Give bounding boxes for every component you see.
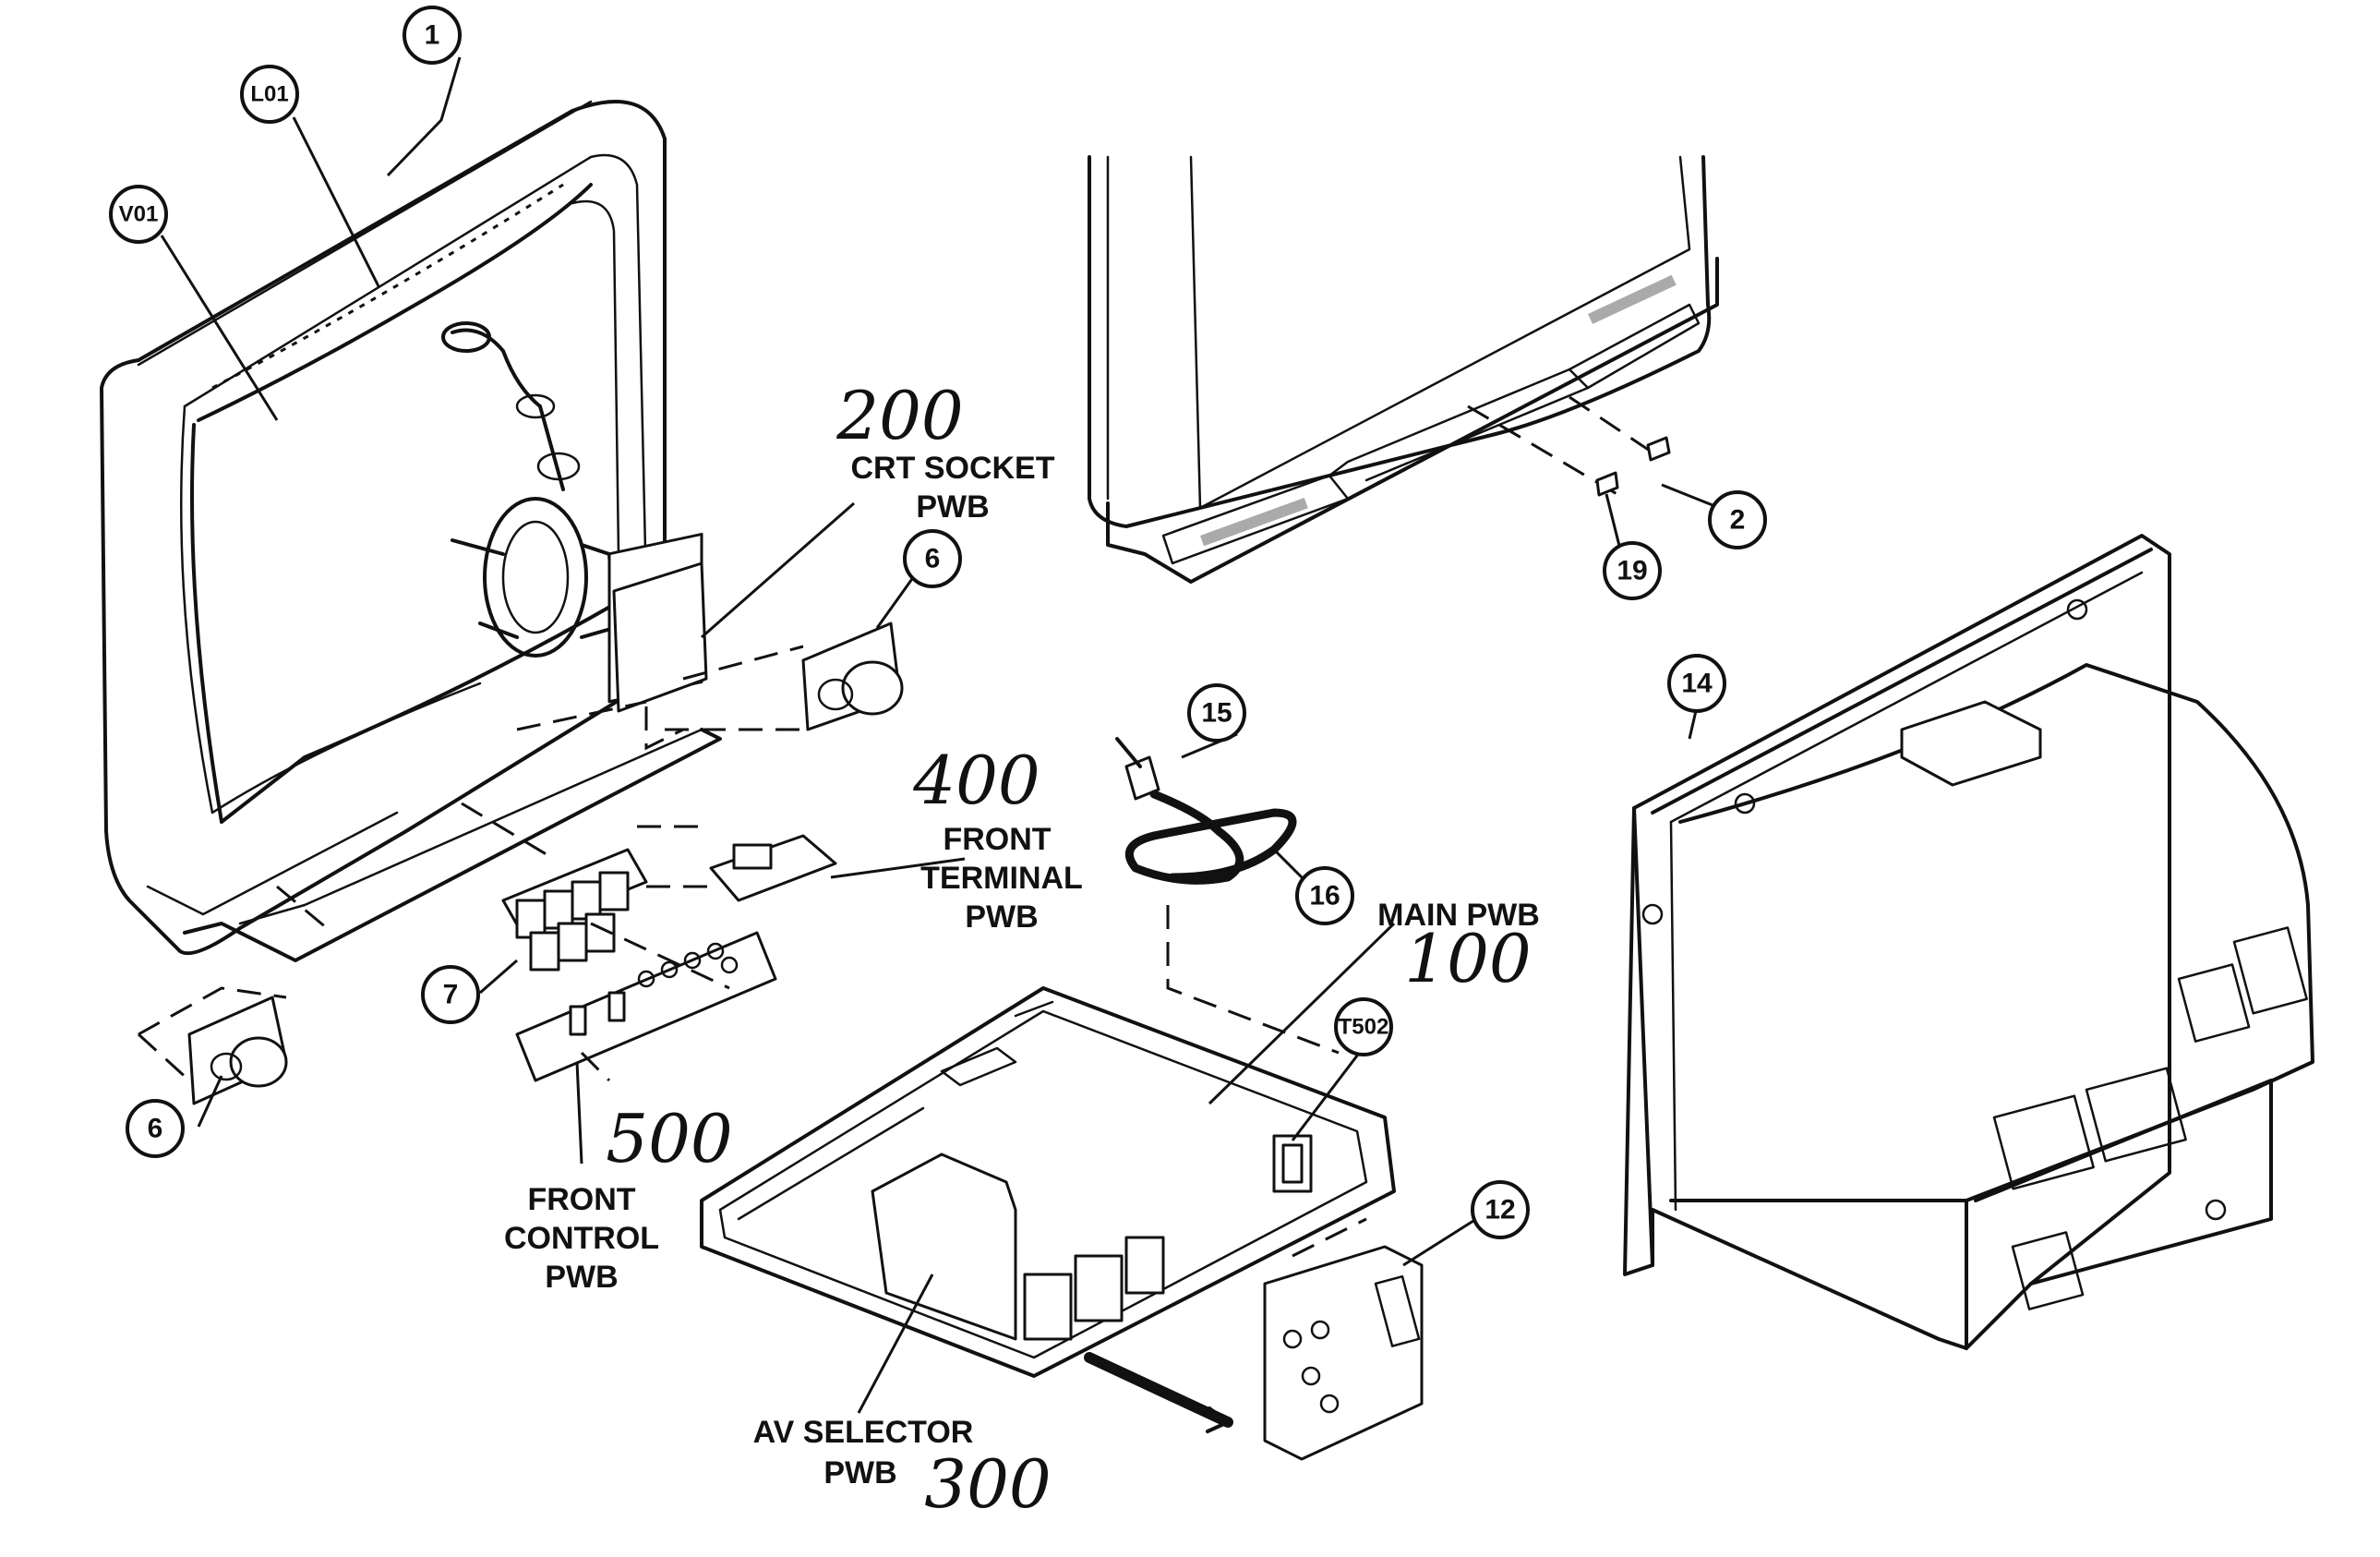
callout-15-text: 15 xyxy=(1201,698,1232,729)
main-pwb-label: MAIN PWB xyxy=(1377,898,1540,933)
speaker-lower xyxy=(137,986,288,1105)
front-terminal-label-line1: FRONT xyxy=(943,822,1051,857)
callout-2-text: 2 xyxy=(1730,505,1746,536)
label-front-control-pwb: 500 FRONT CONTROL PWB xyxy=(504,1100,733,1295)
front-terminal-label-line2: TERMINAL xyxy=(920,861,1083,896)
callout-6-upper: 6 xyxy=(903,529,962,588)
leader-lines xyxy=(160,56,1732,1414)
callout-6-lower: 6 xyxy=(126,1099,185,1158)
front-terminal-label-line3: PWB xyxy=(965,899,1038,935)
front-control-label-line2: CONTROL xyxy=(504,1221,659,1256)
label-main-pwb: MAIN PWB 100 xyxy=(1377,898,1540,997)
callout-l01: L01 xyxy=(240,65,299,124)
speaker-upper xyxy=(665,622,904,731)
callout-v01: V01 xyxy=(109,185,168,244)
callout-15: 15 xyxy=(1187,683,1246,742)
front-cabinet xyxy=(100,100,703,956)
crt-socket-label-line2: PWB xyxy=(916,489,989,525)
terminal-bracket xyxy=(1084,1217,1424,1461)
callout-v01-text: V01 xyxy=(119,202,159,227)
callout-7-text: 7 xyxy=(443,980,459,1010)
label-crt-socket-pwb: 200 CRT SOCKET PWB xyxy=(835,377,1054,525)
front-control-label-line1: FRONT xyxy=(527,1182,635,1217)
callout-16-text: 16 xyxy=(1309,881,1340,911)
callout-7: 7 xyxy=(421,965,480,1024)
callout-14-text: 14 xyxy=(1681,669,1713,699)
callout-t502-text: T502 xyxy=(1339,1015,1389,1040)
callout-12: 12 xyxy=(1471,1180,1530,1239)
callout-t502: T502 xyxy=(1334,997,1393,1056)
rear-cabinet xyxy=(1623,534,2314,1350)
callout-19-text: 19 xyxy=(1617,556,1647,586)
tv-front-view xyxy=(1088,155,1719,584)
crt-socket-pwb xyxy=(612,561,708,751)
handwritten-200: 200 xyxy=(835,377,963,454)
handwritten-100: 100 xyxy=(1404,920,1531,997)
main-pwb-chassis xyxy=(700,986,1396,1378)
callout-16: 16 xyxy=(1295,866,1354,925)
callout-2: 2 xyxy=(1708,490,1767,549)
callout-12-text: 12 xyxy=(1484,1195,1515,1225)
label-av-selector-pwb: AV SELECTOR PWB 300 xyxy=(753,1415,1052,1523)
label-front-terminal-pwb: 400 FRONT TERMINAL PWB xyxy=(912,742,1083,935)
callout-6-upper-text: 6 xyxy=(925,544,941,574)
crt-socket-label-line1: CRT SOCKET xyxy=(851,451,1055,486)
handwritten-300: 300 xyxy=(924,1445,1051,1523)
callout-19: 19 xyxy=(1603,541,1662,600)
front-control-buttons xyxy=(501,848,648,972)
callout-14: 14 xyxy=(1667,654,1726,713)
callout-l01-text: L01 xyxy=(250,82,288,107)
callout-1-text: 1 xyxy=(425,20,440,51)
callout-1: 1 xyxy=(403,6,462,65)
handwritten-500: 500 xyxy=(606,1100,732,1177)
av-selector-label-line2: PWB xyxy=(823,1455,896,1491)
cabinet-bottom-tray xyxy=(183,700,722,962)
av-selector-label-line1: AV SELECTOR xyxy=(753,1415,974,1450)
front-terminal-pwb-board xyxy=(637,825,837,902)
handwritten-400: 400 xyxy=(912,742,1040,819)
av-selector-board xyxy=(871,1153,1165,1341)
front-control-label-line3: PWB xyxy=(545,1260,618,1295)
front-control-pwb-board xyxy=(515,922,777,1082)
callout-6-lower-text: 6 xyxy=(148,1114,163,1144)
